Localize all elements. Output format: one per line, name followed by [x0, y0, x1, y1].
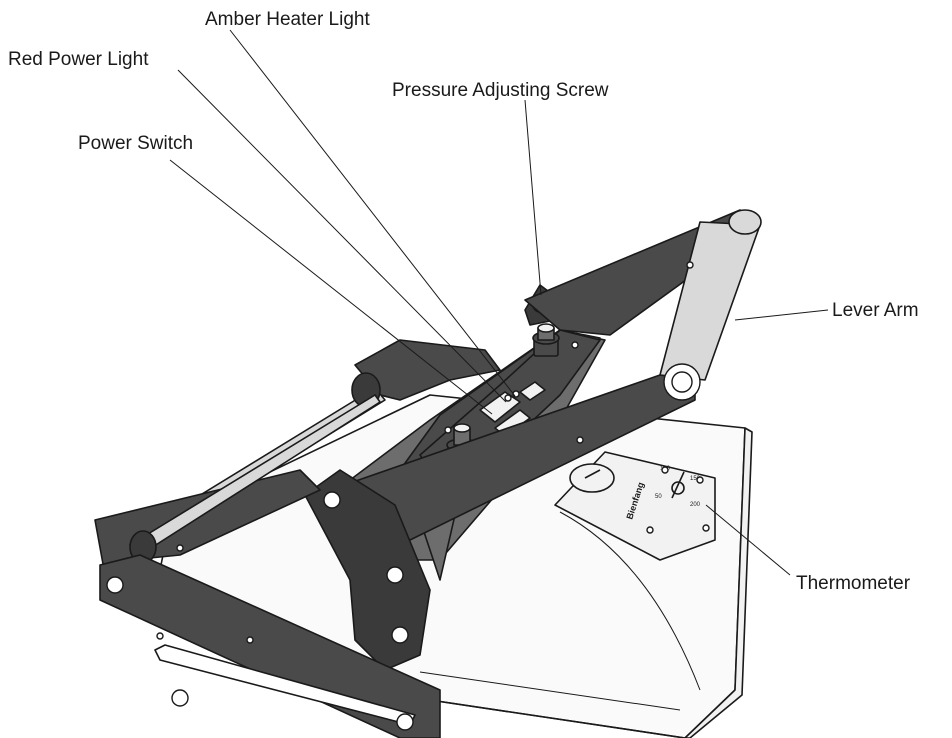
label-lever-arm: Lever Arm	[832, 300, 919, 321]
label-power-switch: Power Switch	[78, 133, 193, 154]
leader-lines	[169, 29, 829, 576]
red-power-light	[504, 394, 512, 402]
label-amber-heater-light: Amber Heater Light	[205, 9, 370, 30]
leader-amber-heater-light	[229, 29, 516, 397]
front-handle[interactable]	[99, 554, 441, 738]
svg-text:200: 200	[690, 502, 701, 508]
leader-pressure-adjusting-screw	[524, 99, 542, 296]
leader-red-power-light	[177, 69, 507, 403]
leader-lever-arm	[734, 309, 829, 321]
pressure-gauge	[569, 463, 615, 493]
label-thermometer: Thermometer	[796, 573, 911, 594]
svg-text:50: 50	[655, 494, 662, 500]
leader-power-switch	[169, 159, 493, 415]
leader-thermometer	[705, 504, 791, 576]
label-pressure-adjusting-screw: Pressure Adjusting Screw	[392, 80, 609, 101]
thermometer-panel: Bienfang 100 150 50 200	[554, 451, 716, 561]
svg-text:150: 150	[690, 476, 701, 482]
label-red-power-light: Red Power Light	[8, 49, 149, 70]
lever-arm[interactable]	[329, 209, 762, 541]
front-linkage	[304, 469, 431, 671]
left-frame	[94, 394, 381, 576]
